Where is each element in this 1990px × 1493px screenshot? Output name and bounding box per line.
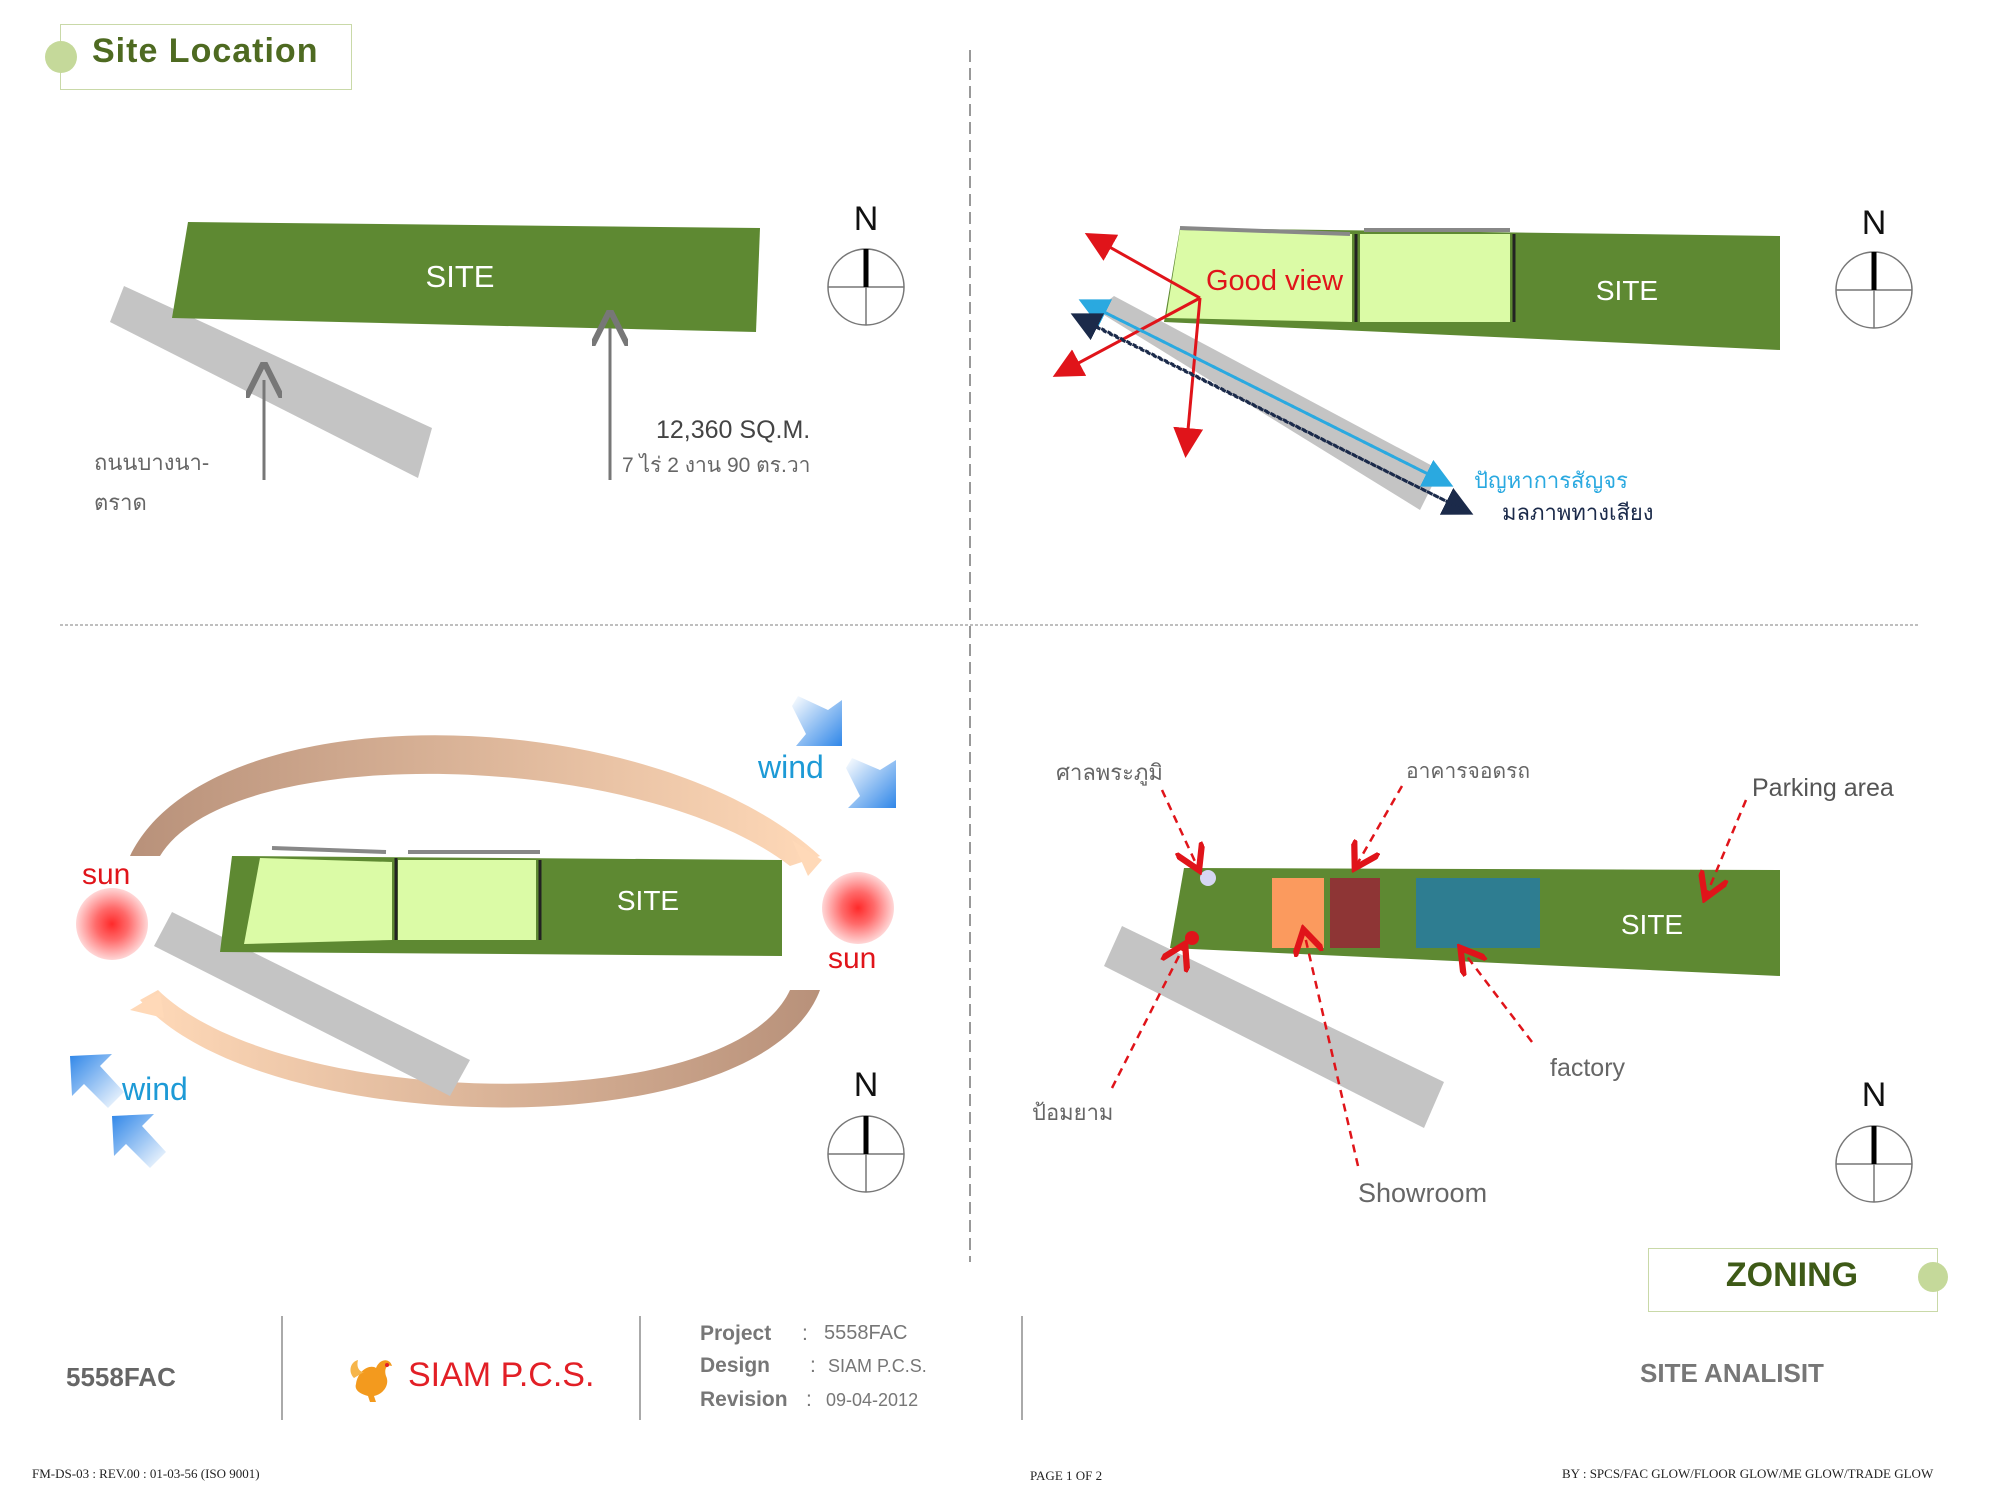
sun-label-right: sun xyxy=(828,942,876,975)
parking-area-label: Parking area xyxy=(1752,774,1894,802)
good-view-label: Good view xyxy=(1206,265,1344,297)
showroom-label: Showroom xyxy=(1358,1178,1487,1208)
factory-label: factory xyxy=(1550,1054,1626,1082)
colon: : xyxy=(810,1354,816,1377)
site-label: SITE xyxy=(426,259,495,294)
car-park-building-zone xyxy=(1330,878,1380,948)
rooster-logo-icon xyxy=(350,1360,392,1402)
project-value: 5558FAC xyxy=(824,1322,908,1344)
building-zone-a xyxy=(1166,230,1352,322)
zoning-heading: ZONING xyxy=(1725,1256,1859,1294)
wind-arrow-icon xyxy=(70,1054,166,1168)
site-area: 12,360 SQ.M. xyxy=(656,416,810,444)
showroom-zone xyxy=(1272,878,1324,948)
sun-path-top xyxy=(130,735,820,866)
north-label: N xyxy=(854,1066,879,1104)
view-panel: SITE Good view ปัญหาการสัญจร มลภาพทางเสี… xyxy=(1052,204,1913,525)
wind-label-top: wind xyxy=(757,749,824,785)
design-value: SIAM P.C.S. xyxy=(828,1356,927,1376)
traffic-label: ปัญหาการสัญจร xyxy=(1474,468,1628,493)
site-area-thai: 7 ไร่ 2 งาน 90 ตร.วา xyxy=(622,453,810,477)
parking-pointer xyxy=(1706,799,1748,896)
sun-path-bottom xyxy=(140,990,820,1108)
page-number: PAGE 1 OF 2 xyxy=(1030,1468,1103,1483)
zoning-frame xyxy=(1648,1248,1938,1312)
revision-label: Revision xyxy=(700,1388,788,1411)
building-zone-a xyxy=(244,858,392,944)
sun-label-left: sun xyxy=(82,858,130,891)
climate-panel: SITE sun sun wind wind N xyxy=(70,696,905,1193)
form-code: FM-DS-03 : REV.00 : 01-03-56 (ISO 9001) xyxy=(32,1466,260,1481)
zoning-bullet xyxy=(1918,1262,1948,1292)
car-park-building-label: อาคารจอดรถ xyxy=(1406,760,1530,783)
page-title: Site Location xyxy=(92,32,319,70)
site-block xyxy=(172,222,760,332)
design-label: Design xyxy=(700,1354,771,1377)
north-label: N xyxy=(1862,1076,1887,1114)
header-frame xyxy=(60,24,352,90)
road-name-line1: ถนนบางนา- xyxy=(94,450,209,475)
sheet-title: SITE ANALISIT xyxy=(1640,1358,1824,1388)
factory-zone xyxy=(1416,878,1540,948)
wind-arrow-icon xyxy=(792,696,896,808)
colon: : xyxy=(802,1322,808,1345)
north-arrow-icon: N xyxy=(827,1066,905,1193)
north-label: N xyxy=(854,200,879,238)
revision-value: 09-04-2012 xyxy=(826,1390,919,1410)
colon: : xyxy=(806,1388,812,1411)
north-arrow-icon: N xyxy=(1835,204,1913,329)
prepared-by: BY : SPCS/FAC GLOW/FLOOR GLOW/ME GLOW/TR… xyxy=(1562,1466,1934,1481)
guard-house-label: ป้อมยาม xyxy=(1032,1100,1113,1125)
guard-house-marker xyxy=(1185,931,1199,945)
shrine-marker xyxy=(1200,870,1216,886)
showroom-pointer xyxy=(1304,932,1360,1167)
factory-pointer xyxy=(1462,950,1533,1043)
building-zone-b xyxy=(398,860,536,940)
noise-label: มลภาพทางเสียง xyxy=(1502,500,1654,525)
view-arrow xyxy=(1084,233,1201,300)
project-label: Project xyxy=(700,1322,772,1345)
road-strip xyxy=(1104,926,1444,1128)
site-label: SITE xyxy=(1621,909,1683,940)
road-strip xyxy=(154,912,470,1096)
road-name-line2: ตราด xyxy=(94,490,147,515)
zoning-panel: SITE ศาลพระภูมิ อาคารจอดรถ Parking area … xyxy=(1032,760,1913,1208)
guard-house-pointer xyxy=(1110,946,1184,1089)
site-label: SITE xyxy=(1596,275,1658,306)
brand-name: SIAM P.C.S. xyxy=(408,1356,595,1394)
header-bullet xyxy=(45,41,77,73)
site-label: SITE xyxy=(617,885,679,916)
car-park-pointer xyxy=(1356,785,1404,866)
shrine-pointer xyxy=(1160,789,1198,868)
north-label: N xyxy=(1862,204,1887,242)
location-panel: SITE ถนนบางนา- ตราด 12,360 SQ.M. 7 ไร่ 2… xyxy=(94,200,905,515)
project-code: 5558FAC xyxy=(66,1362,176,1392)
sun-icon xyxy=(76,888,148,960)
north-arrow-icon: N xyxy=(1835,1076,1913,1203)
wind-label-bottom: wind xyxy=(121,1071,188,1107)
sun-icon xyxy=(822,872,894,944)
building-zone-b xyxy=(1360,234,1510,322)
shrine-label: ศาลพระภูมิ xyxy=(1056,760,1163,786)
north-arrow-icon: N xyxy=(827,200,905,326)
view-arrow xyxy=(1052,296,1201,377)
